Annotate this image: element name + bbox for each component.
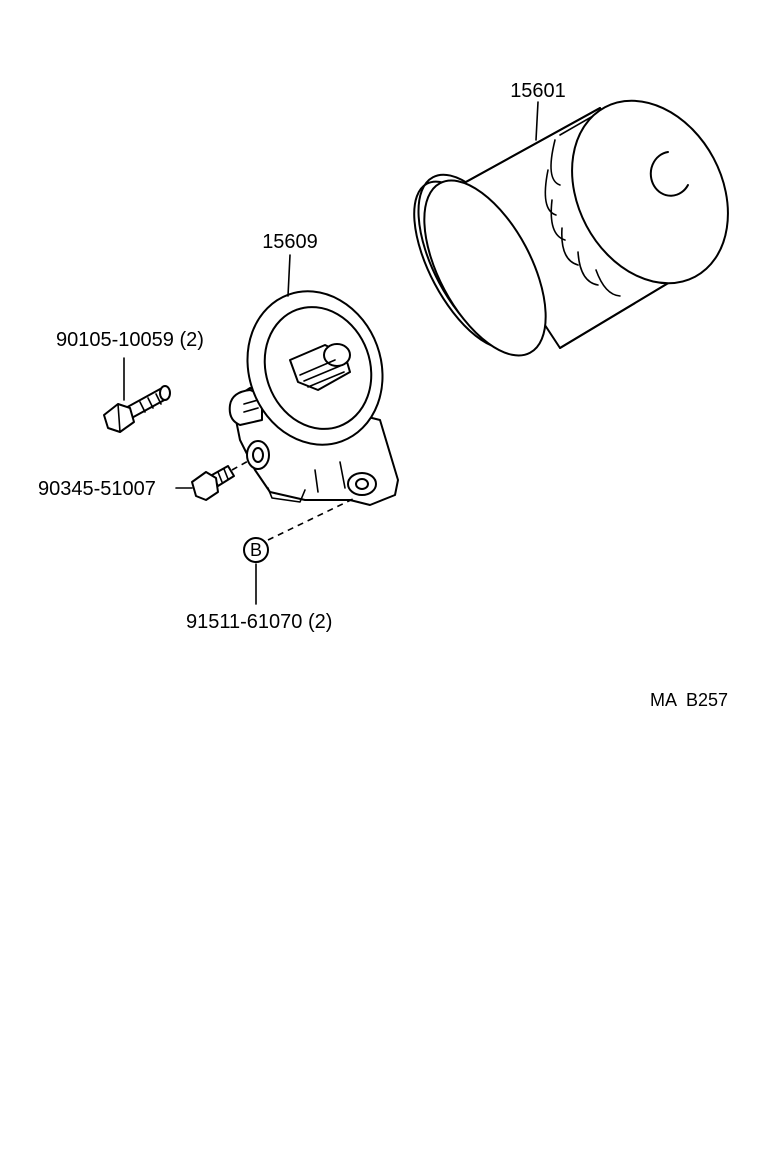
oil-filter-drawing (413, 99, 729, 357)
part-label-91511-61070: 91511-61070 (2) (186, 611, 332, 633)
diagram-code: MA B257 (650, 690, 728, 710)
part-label-90345-51007: 90345-51007 (38, 478, 156, 500)
filter-bracket-drawing (228, 254, 399, 506)
bolt-drawing (103, 357, 171, 433)
plug-drawing (175, 459, 251, 501)
part-label-90105-10059: 90105-10059 (2) (56, 329, 204, 351)
part-label-15609: 15609 (262, 231, 318, 253)
part-label-15601: 15601 (510, 80, 566, 102)
callout-letter: B (250, 540, 262, 560)
callout-b: B (243, 497, 356, 605)
